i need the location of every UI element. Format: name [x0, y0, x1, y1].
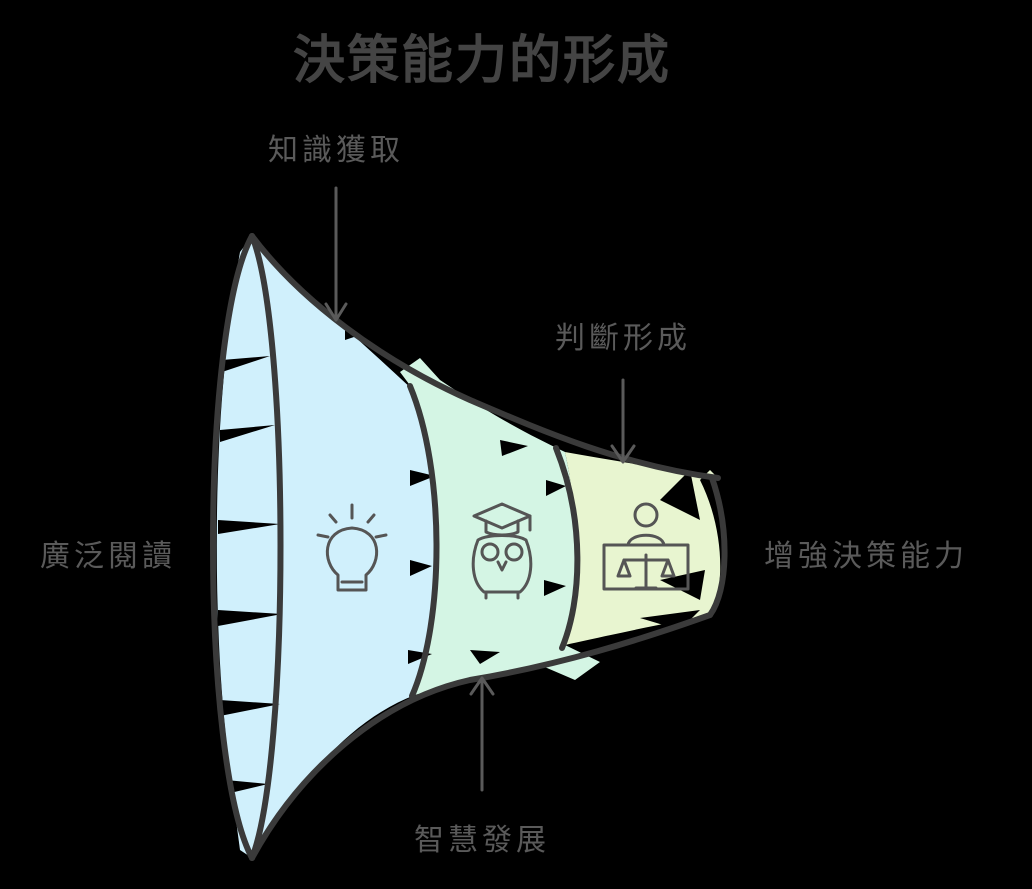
- arrow-knowledge: [324, 186, 348, 322]
- funnel-mouth-inner: [249, 233, 284, 861]
- funnel-bottom-outline: [249, 612, 713, 861]
- funnel-top-outline: [249, 233, 721, 481]
- label-wisdom-development: 智慧發展: [414, 823, 550, 858]
- lightbulb-icon: [316, 503, 388, 592]
- diagram-title: 決策能力的形成: [293, 31, 671, 91]
- stage-divider-1: [407, 383, 440, 699]
- funnel-mouth-outline: [210, 233, 255, 861]
- stage-divider-2: [553, 445, 581, 651]
- arrow-judgment: [610, 378, 636, 464]
- arrow-wisdom: [469, 676, 495, 792]
- stage-3-fill: [565, 452, 721, 645]
- label-judgment-formation: 判斷形成: [555, 321, 691, 356]
- judge-scales-icon: [602, 502, 690, 591]
- label-broad-reading: 廣泛閱讀: [40, 539, 176, 574]
- owl-graduate-icon: [471, 502, 533, 600]
- label-knowledge-acquisition: 知識獲取: [268, 133, 404, 168]
- label-enhanced-decision: 增強決策能力: [764, 539, 968, 574]
- funnel-end-outline: [707, 475, 728, 618]
- stage-1-fill: [216, 236, 434, 858]
